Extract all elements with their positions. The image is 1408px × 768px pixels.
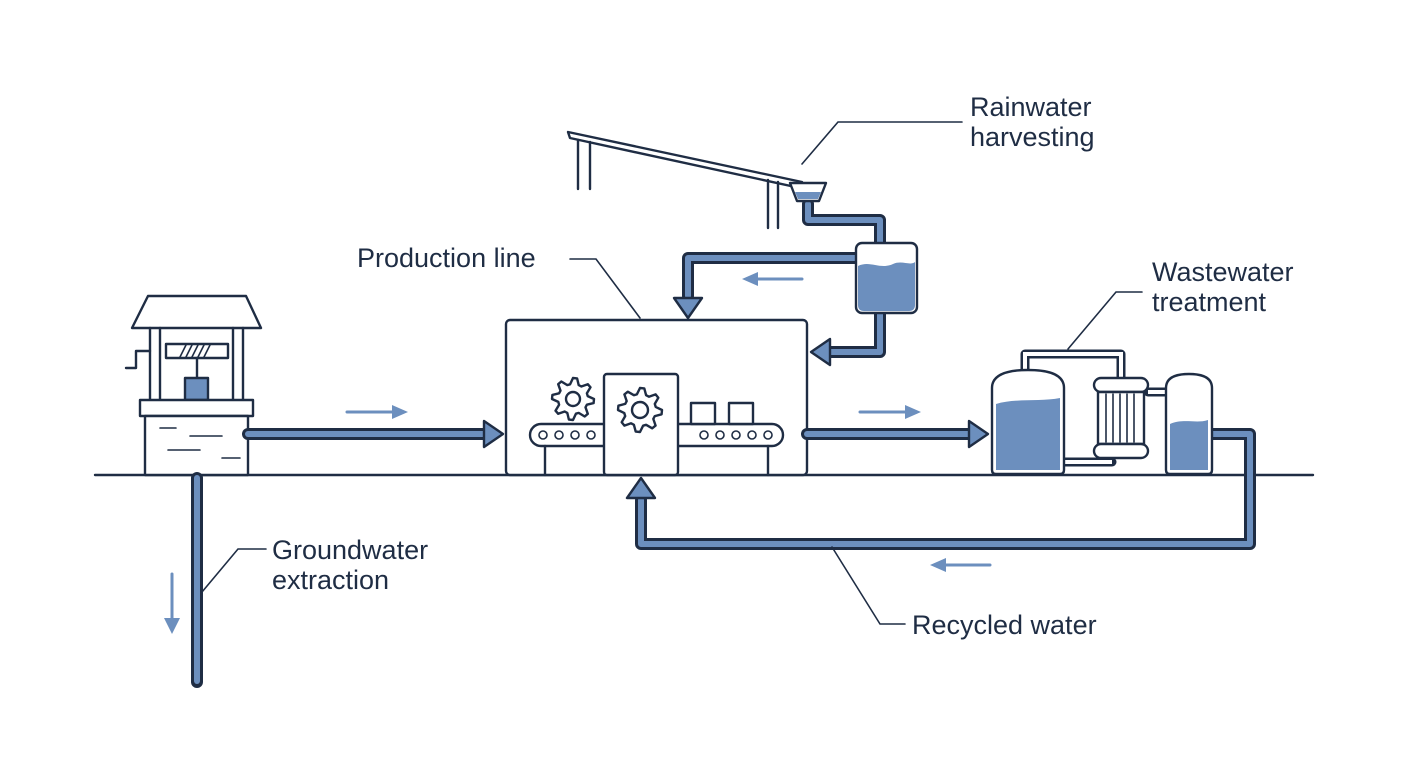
supply-flow-arrow xyxy=(345,405,408,419)
rain-flow-arrow xyxy=(742,272,804,286)
treatment-tank-1 xyxy=(990,368,1066,476)
well xyxy=(124,294,263,477)
gear-icon xyxy=(550,376,596,422)
outflow-arrow xyxy=(858,405,921,419)
rain-to-production-pipe xyxy=(672,252,864,320)
treatment-connectors xyxy=(1020,349,1173,467)
tank-to-production-pipe xyxy=(809,306,886,367)
wastewater-treatment-label: Wastewater treatment xyxy=(1152,257,1294,317)
groundwater-label-line-1: Groundwater xyxy=(272,535,429,565)
production-line-label: Production line xyxy=(357,243,536,273)
gear-icon xyxy=(616,386,664,434)
production-leader xyxy=(569,258,641,319)
roof xyxy=(566,130,804,230)
recycled-flow-arrow xyxy=(930,558,992,572)
wastewater-leader xyxy=(1067,291,1143,350)
rainwater-leader xyxy=(801,121,963,165)
groundwater-leader xyxy=(201,548,267,593)
rain-pipe xyxy=(802,198,886,252)
recycled-label-text: Recycled water xyxy=(912,610,1097,640)
rain-tank xyxy=(854,241,919,315)
recycled-leader xyxy=(831,546,906,625)
gutter xyxy=(788,181,828,203)
process-outflow-pipe xyxy=(801,419,990,449)
rainwater-label-line-1: Rainwater xyxy=(970,92,1092,122)
recycled-water-pipe xyxy=(625,428,1256,550)
production-label-text: Production line xyxy=(357,243,536,273)
groundwater-flow-arrow xyxy=(164,572,180,634)
wastewater-label-line-2: treatment xyxy=(1152,287,1267,317)
recycled-water-label: Recycled water xyxy=(912,610,1097,640)
wastewater-label-line-1: Wastewater xyxy=(1152,257,1294,287)
treatment-tank-2 xyxy=(1164,372,1214,476)
rainwater-label-line-2: harvesting xyxy=(970,122,1095,152)
supply-pipe xyxy=(242,419,505,449)
groundwater-label-line-2: extraction xyxy=(272,565,390,595)
rainwater-harvesting-label: Rainwater harvesting xyxy=(970,92,1095,152)
groundwater-extraction-label: Groundwater extraction xyxy=(272,535,428,595)
filter-unit xyxy=(1092,376,1150,460)
